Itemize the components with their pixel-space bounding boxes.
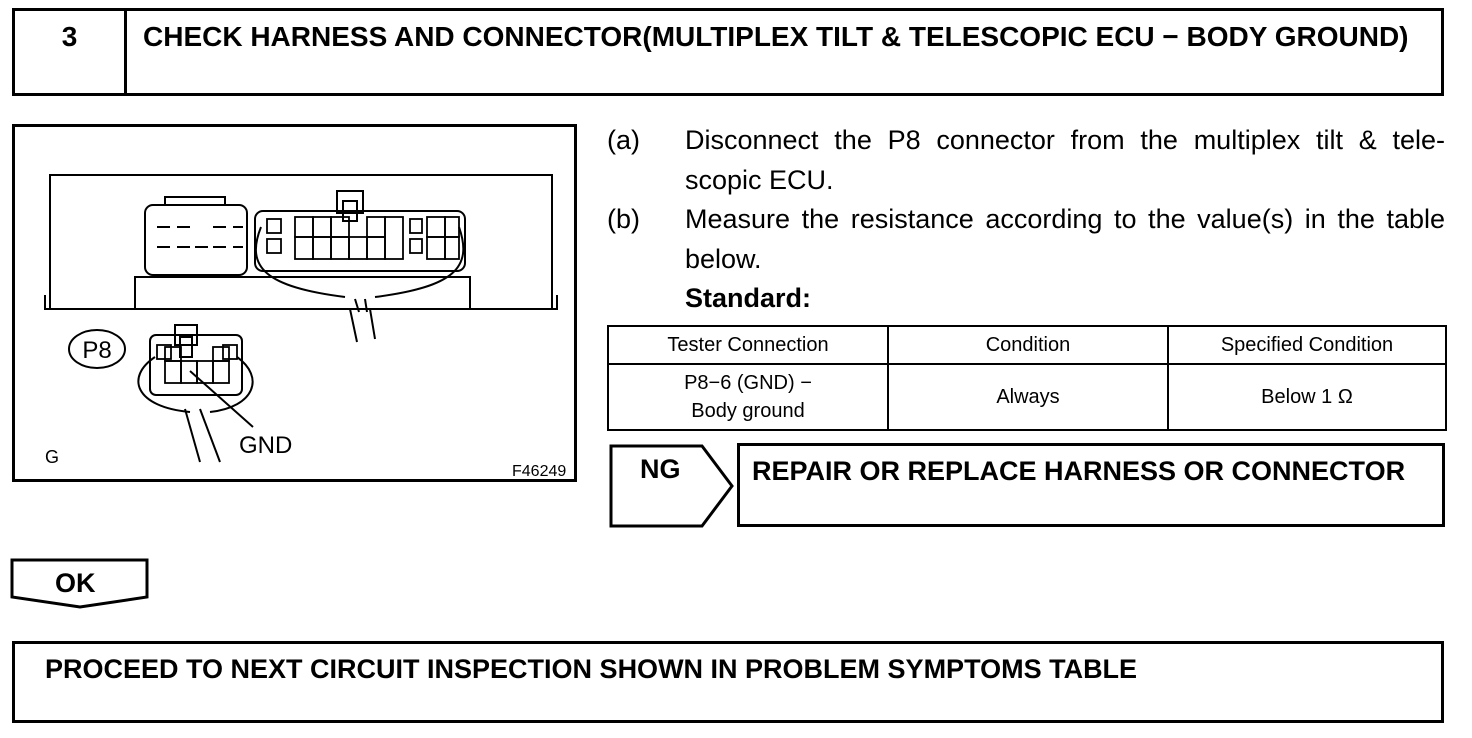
step-number: 3 <box>15 11 127 93</box>
standard-label: Standard: <box>685 283 812 313</box>
instruction-b-text: Measure the resistance according to the … <box>685 204 1445 274</box>
ng-label: NG <box>640 454 681 484</box>
connector-label: P8 <box>82 337 111 364</box>
ng-action-text: REPAIR OR REPLACE HARNESS OR CONNECTOR <box>752 456 1406 486</box>
next-step-box: PROCEED TO NEXT CIRCUIT INSPECTION SHOWN… <box>12 641 1444 723</box>
ok-label: OK <box>55 568 96 598</box>
connection-line-1: P8−6 (GND) − <box>684 372 812 394</box>
connection-line-2: Body ground <box>691 400 805 422</box>
table-row: P8−6 (GND) − Body ground Always Below 1 … <box>607 363 1447 431</box>
cell-tester-connection: P8−6 (GND) − Body ground <box>607 363 889 431</box>
next-step-text: PROCEED TO NEXT CIRCUIT INSPECTION SHOWN… <box>45 654 1138 684</box>
connector-diagram: P8 GND G F46249 <box>44 174 566 479</box>
ng-arrow-icon <box>609 444 734 528</box>
cell-specified-condition: Below 1 Ω <box>1167 363 1447 431</box>
spec-table: Tester Connection Condition Specified Co… <box>607 325 1447 431</box>
corner-letter: G <box>45 447 59 467</box>
table-header-row: Tester Connection Condition Specified Co… <box>607 325 1447 365</box>
header-condition: Condition <box>887 325 1169 365</box>
ok-arrow-icon <box>10 558 149 609</box>
instruction-a-text: Disconnect the P8 connector from the mul… <box>685 125 1445 195</box>
step-title: CHECK HARNESS AND CONNECTOR(MULTIPLEX TI… <box>143 21 1409 52</box>
connector-illustration: P8 GND G F46249 <box>12 124 577 482</box>
ng-action-box: REPAIR OR REPLACE HARNESS OR CONNECTOR <box>737 443 1445 527</box>
step-header: 3 CHECK HARNESS AND CONNECTOR(MULTIPLEX … <box>12 8 1444 96</box>
terminal-label: GND <box>239 432 292 459</box>
figure-id: F46249 <box>512 463 566 479</box>
header-tester-connection: Tester Connection <box>607 325 889 365</box>
instruction-b-marker: (b) <box>607 204 640 234</box>
instruction-a-marker: (a) <box>607 125 640 155</box>
cell-condition: Always <box>887 363 1169 431</box>
header-specified-condition: Specified Condition <box>1167 325 1447 365</box>
